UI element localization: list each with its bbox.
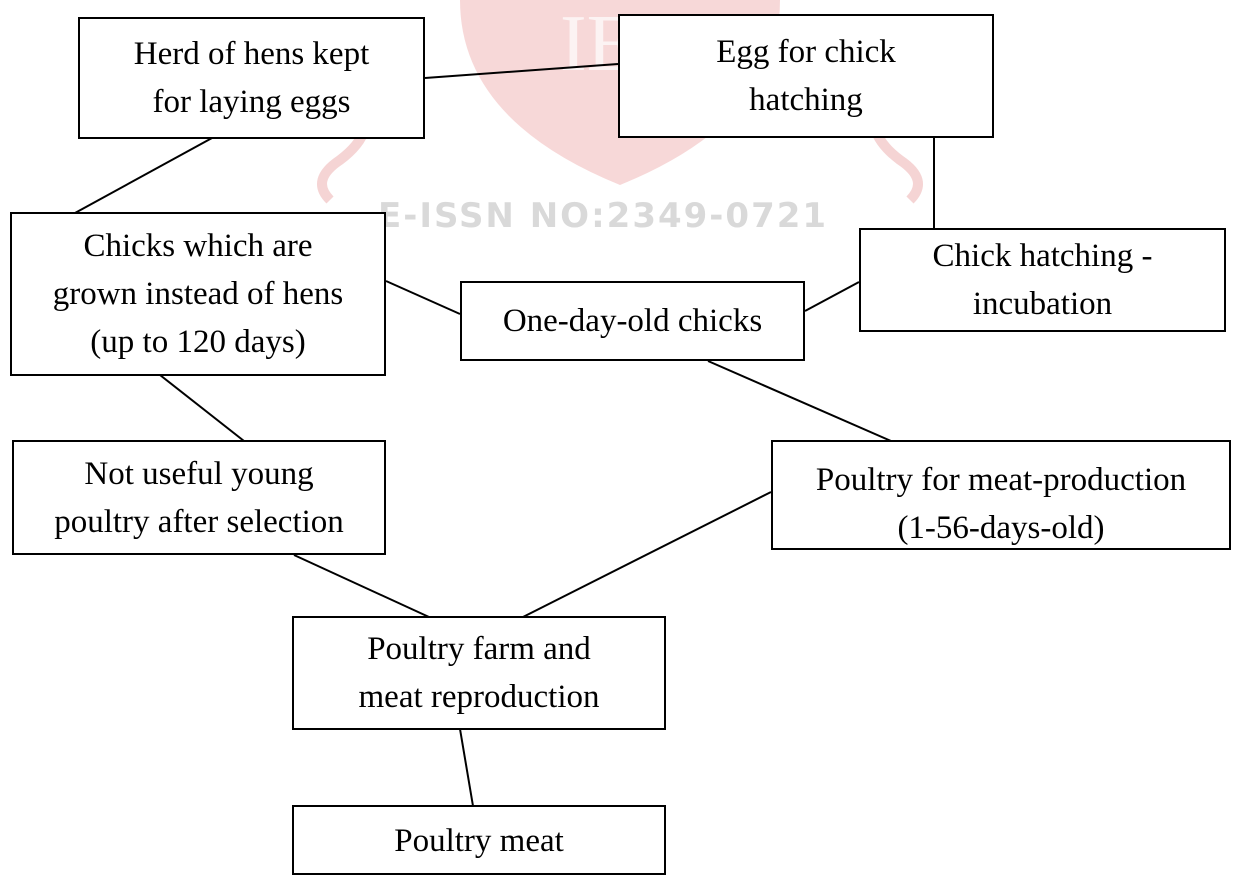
edge-meatprod-farm [522,491,772,618]
node-chick-hatching-incubation: Chick hatching - incubation [859,228,1226,332]
node-herd-of-hens: Herd of hens kept for laying eggs [78,17,425,139]
edge-oneday-meatprod [707,360,892,442]
node-chicks-line3: (up to 120 days) [90,324,306,360]
node-farm-line2: meat reproduction [358,679,600,715]
edge-farm-meat [459,728,474,807]
node-incubation-line2: incubation [972,286,1113,322]
node-herd-line1: Herd of hens kept [133,36,370,72]
node-poultry-farm: Poultry farm and meat reproduction [292,616,666,730]
edge-chicks-oneday [385,280,461,315]
edge-incubation-oneday [804,281,860,312]
node-meatprod-line2: (1-56-days-old) [897,510,1105,546]
edge-notuseful-farm [293,554,430,618]
node-chicks-line2: grown instead of hens [52,276,344,312]
edge-herd-egg [424,63,619,79]
watermark-issn: E-ISSN NO:2349-0721 [378,196,829,236]
node-meat-label: Poultry meat [394,823,564,859]
node-farm-line1: Poultry farm and [367,631,591,667]
node-herd-line2: for laying eggs [152,84,351,120]
node-meatprod-line1: Poultry for meat-production [815,462,1187,498]
node-oneday-label: One-day-old chicks [502,303,763,339]
node-chicks-line1: Chicks which are [83,228,313,264]
node-egg-line1: Egg for chick [716,34,896,70]
node-notuseful-line2: poultry after selection [54,503,344,540]
node-poultry-meat-production: Poultry for meat-production (1-56-days-o… [771,440,1231,550]
node-one-day-old-chicks: One-day-old chicks [460,281,805,361]
edge-herd-chicks [74,137,213,214]
node-egg-for-hatching: Egg for chick hatching [618,14,994,138]
node-poultry-meat: Poultry meat [292,805,666,875]
node-not-useful-poultry: Not useful young poultry after selection [12,440,386,555]
edge-chicks-notuseful [159,374,245,442]
node-chicks-grown: Chicks which are grown instead of hens (… [10,212,386,376]
node-egg-line2: hatching [749,82,863,118]
node-incubation-line1: Chick hatching - [932,238,1153,274]
node-notuseful-line1: Not useful young [84,455,314,492]
